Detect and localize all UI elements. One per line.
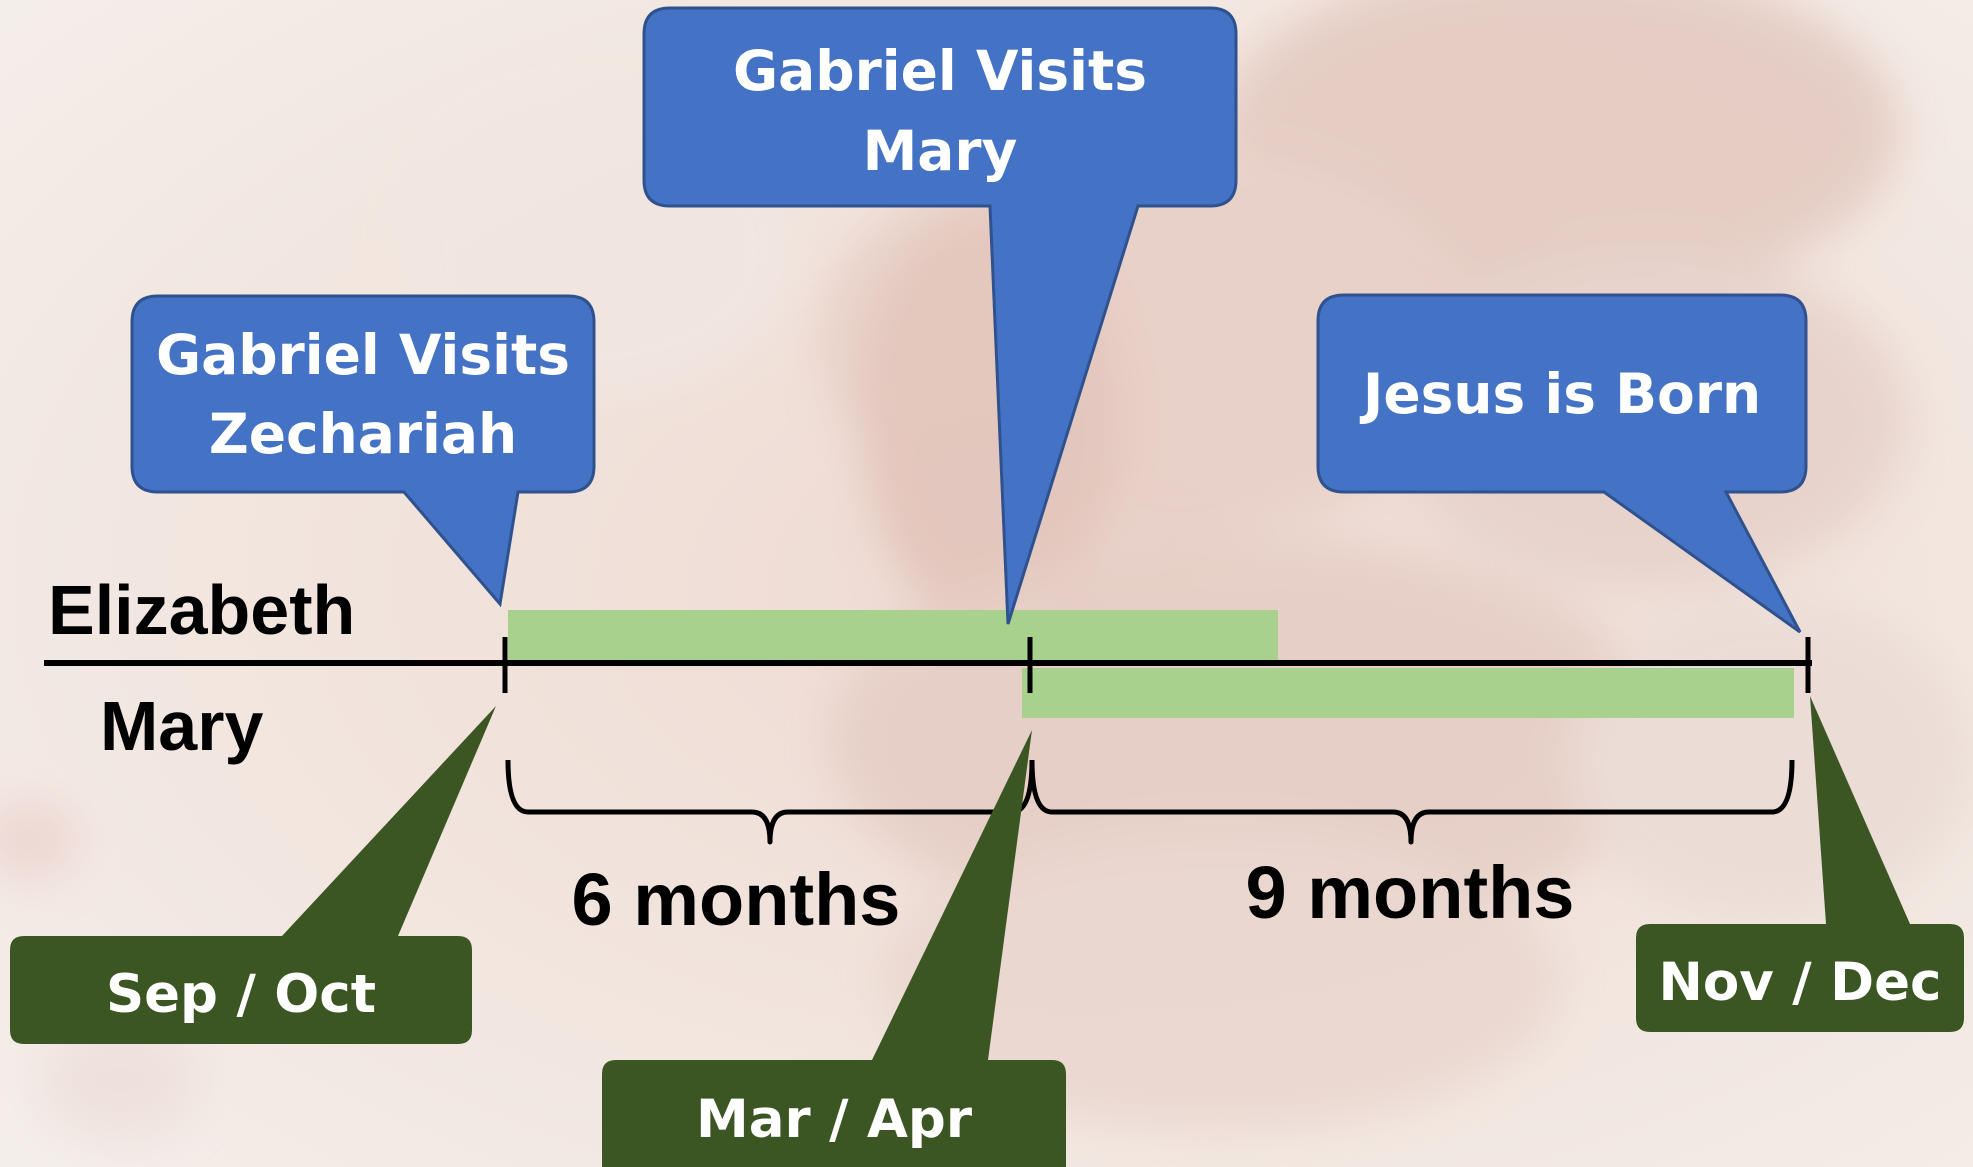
callout-mary-line2: Mary <box>863 119 1018 183</box>
span-label-6-months: 6 months <box>572 858 901 941</box>
row-label-elizabeth: Elizabeth <box>48 571 355 649</box>
date-label-nov-dec: Nov / Dec <box>1659 952 1942 1013</box>
mary-pregnancy-bar <box>1022 668 1794 718</box>
callout-zechariah-line1: Gabriel Visits <box>156 323 570 387</box>
date-label-mar-apr: Mar / Apr <box>696 1089 972 1150</box>
callout-mary-line1: Gabriel Visits <box>733 39 1147 103</box>
date-label-sep-oct: Sep / Oct <box>106 964 376 1025</box>
elizabeth-pregnancy-bar <box>508 610 1278 660</box>
span-label-9-months: 9 months <box>1246 851 1575 934</box>
callout-birth-line1: Jesus is Born <box>1359 362 1761 426</box>
callout-zechariah-line2: Zechariah <box>209 402 517 466</box>
row-label-mary: Mary <box>100 687 263 765</box>
